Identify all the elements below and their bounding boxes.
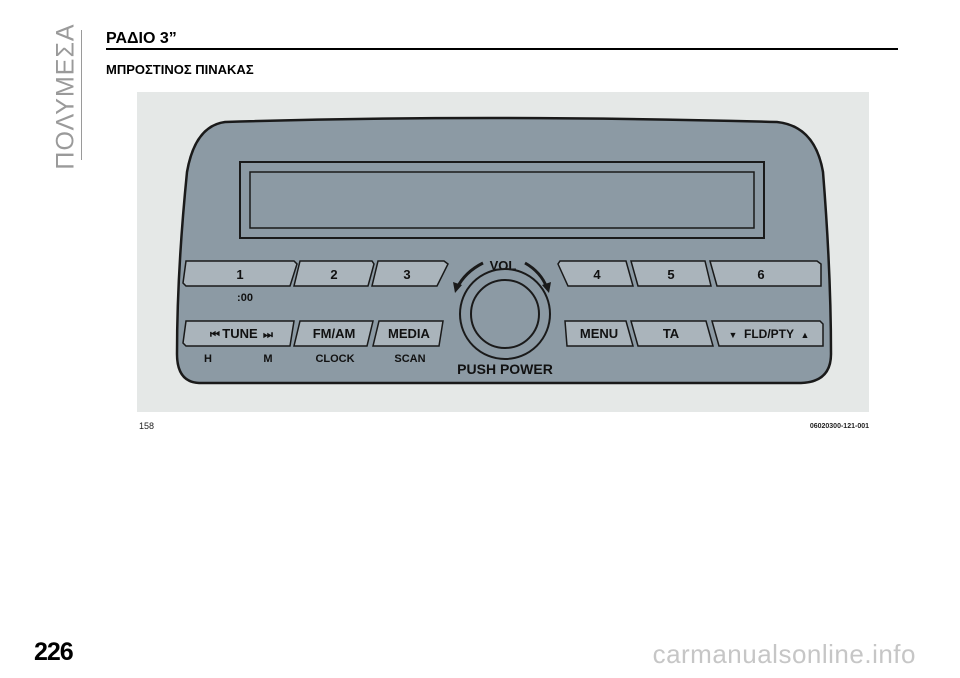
page-title: ΡΑΔΙΟ 3” [106, 30, 177, 47]
preset-button-1[interactable]: 1 [182, 260, 298, 287]
title-rule [106, 48, 898, 50]
figure-reference: 158 [139, 421, 155, 431]
section-tab-label: ΠΟΛΥΜΕΣΑ [51, 22, 80, 170]
tune-button[interactable]: ⏮ TUNE ⏭ [182, 320, 295, 347]
preset-button-2-label: 2 [330, 267, 337, 282]
menu-button-label: MENU [580, 326, 618, 341]
radio-front-panel-illustration: 1 2 3 4 5 6 ⏮ TUNE ⏭ [175, 116, 833, 385]
skip-back-icon: ⏮ [210, 329, 220, 341]
fld-pty-button[interactable]: ▼ FLD/PTY ▲ [711, 320, 824, 347]
preset-button-5[interactable]: 5 [630, 260, 712, 287]
page-number: 226 [34, 638, 74, 666]
preset-button-1-label: 1 [236, 267, 243, 282]
radio-front-panel-figure: 1 2 3 4 5 6 ⏮ TUNE ⏭ [137, 92, 869, 412]
volume-knob[interactable] [459, 268, 551, 360]
menu-button[interactable]: MENU [564, 320, 634, 347]
fld-down-icon: ▼ [729, 330, 738, 340]
preset-button-4-label: 4 [593, 267, 601, 282]
volume-arrow-left-head [453, 282, 462, 293]
fm-am-button[interactable]: FM/AM [293, 320, 374, 347]
clock-hours-label: H [204, 353, 212, 365]
section-tab-rule [81, 30, 82, 160]
preset-button-6[interactable]: 6 [709, 260, 822, 287]
preset-button-4[interactable]: 4 [557, 260, 634, 287]
radio-body [175, 116, 833, 385]
clock-minutes-label: :00 [237, 292, 253, 304]
fm-am-button-label: FM/AM [313, 326, 356, 341]
clock-label: CLOCK [315, 353, 354, 365]
fld-pty-button-label: FLD/PTY [744, 327, 794, 341]
preset-button-3[interactable]: 3 [371, 260, 449, 287]
page-subtitle: ΜΠΡΟΣΤΙΝΟΣ ΠΙΝΑΚΑΣ [106, 62, 254, 77]
clock-minutes-set-label: M [263, 353, 272, 365]
section-tab: ΠΟΛΥΜΕΣΑ [52, 23, 80, 169]
preset-button-6-label: 6 [757, 267, 764, 282]
figure-code: 06020300-121-001 [809, 423, 869, 430]
fld-up-icon: ▲ [801, 330, 810, 340]
ta-button[interactable]: TA [630, 320, 714, 347]
scan-label: SCAN [394, 353, 425, 365]
skip-forward-icon: ⏭ [263, 329, 273, 341]
preset-button-2[interactable]: 2 [293, 260, 375, 287]
radio-display [239, 161, 765, 239]
volume-arrow-right-head [542, 282, 551, 293]
ta-button-label: TA [663, 326, 680, 341]
media-button[interactable]: MEDIA [372, 320, 444, 347]
push-power-label: PUSH POWER [457, 361, 553, 377]
media-button-label: MEDIA [388, 326, 431, 341]
preset-button-5-label: 5 [667, 267, 674, 282]
watermark: carmanualsonline.info [652, 639, 916, 669]
preset-button-3-label: 3 [403, 267, 410, 282]
tune-button-label: TUNE [222, 326, 258, 341]
